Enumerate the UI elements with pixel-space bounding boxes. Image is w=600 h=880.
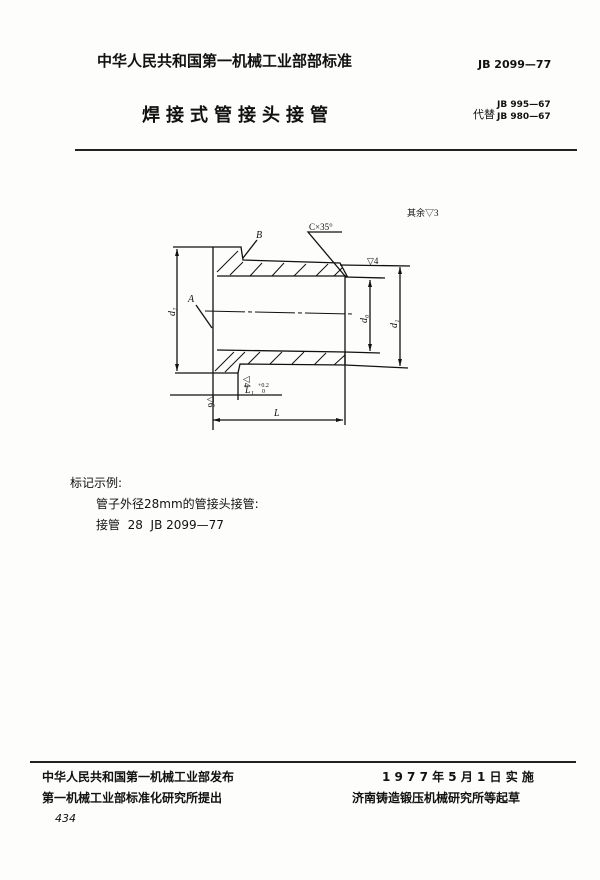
marking-description: 管子外径28mm的管接头接管: <box>96 497 259 511</box>
published-by: 中华人民共和国第一机械工业部发布 <box>42 770 235 784</box>
surface-note: 其余▽3 <box>407 207 439 218</box>
marking-heading: 标记示例: <box>70 476 123 490</box>
label-b: B <box>256 230 262 241</box>
dim-l1: L₁ <box>244 385 254 396</box>
effective-date: 1 9 7 7 年 5 月 1 日 实 施 <box>382 770 534 784</box>
replaces-2: JB 980—67 <box>497 112 551 122</box>
page-number: 434 <box>55 812 76 825</box>
finish-outer: ▽4 <box>367 256 379 266</box>
replaces-1: JB 995—67 <box>497 100 551 110</box>
marking-example: 接管 28 JB 2099—77 <box>96 518 224 532</box>
chamfer-note: C×35° <box>309 222 333 232</box>
dim-l1-tolerance: +0.2 <box>258 383 269 389</box>
label-a: A <box>187 294 195 305</box>
proposed-by: 第一机械工业部标准化研究所提出 <box>42 791 223 805</box>
dim-l1-tolerance-low: 0 <box>262 389 265 395</box>
dim-d2: d₂ <box>167 307 178 316</box>
centerline <box>204 310 353 315</box>
document-title: 焊接式管接头接管 <box>142 105 334 126</box>
dim-l: L <box>273 408 280 419</box>
issuer: 中华人民共和国第一机械工业部部标准 <box>97 52 353 70</box>
dim-d0: d₀ <box>359 314 370 323</box>
dim-d1: d₁ <box>389 320 400 328</box>
upper-wall-outline <box>213 246 349 277</box>
standard-number: JB 2099—77 <box>478 58 552 71</box>
finish-face: ▽6 <box>206 396 216 408</box>
technical-drawing: 其余▽3 B C×35° ▽4 A d₂ d₀ d₁ ▽4 ▽6 L₁ +0.2… <box>167 207 439 430</box>
drafted-by: 济南铸造锻压机械研究所等起草 <box>352 791 521 805</box>
replaces-label: 代替 <box>473 108 495 121</box>
footer-rule <box>30 761 576 763</box>
lower-wall-outline <box>213 349 346 374</box>
header-rule <box>75 149 577 151</box>
finish-step: ▽4 <box>242 376 252 388</box>
